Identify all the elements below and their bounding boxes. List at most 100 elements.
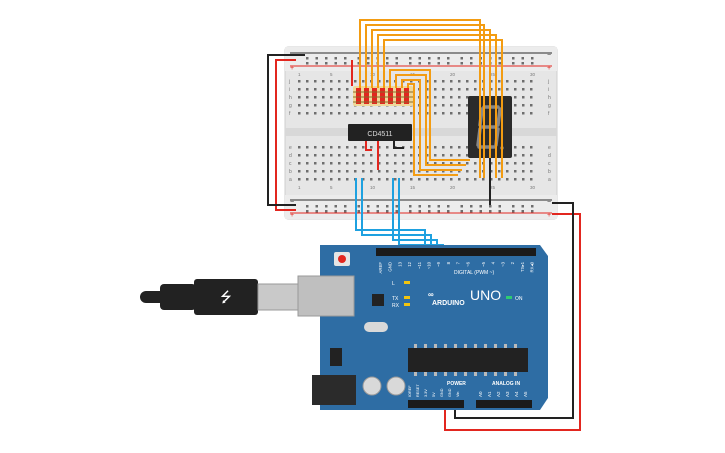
breadboard-hole[interactable] bbox=[490, 178, 493, 181]
breadboard-hole[interactable] bbox=[466, 170, 469, 173]
rail-hole[interactable] bbox=[498, 205, 502, 208]
breadboard-hole[interactable] bbox=[314, 96, 317, 99]
breadboard-hole[interactable] bbox=[330, 170, 333, 173]
breadboard-hole[interactable] bbox=[306, 88, 309, 91]
breadboard-hole[interactable] bbox=[338, 112, 341, 115]
rail-hole[interactable] bbox=[498, 57, 502, 60]
rail-hole[interactable] bbox=[498, 210, 502, 213]
breadboard-hole[interactable] bbox=[442, 88, 445, 91]
breadboard-hole[interactable] bbox=[466, 178, 469, 181]
breadboard-hole[interactable] bbox=[298, 154, 301, 157]
breadboard-hole[interactable] bbox=[378, 170, 381, 173]
rail-hole[interactable] bbox=[447, 57, 450, 60]
rail-hole[interactable] bbox=[418, 205, 422, 208]
breadboard-hole[interactable] bbox=[410, 146, 413, 149]
rail-hole[interactable] bbox=[498, 62, 502, 65]
breadboard-hole[interactable] bbox=[442, 112, 445, 115]
breadboard-hole[interactable] bbox=[330, 104, 333, 107]
breadboard-hole[interactable] bbox=[394, 178, 397, 181]
breadboard-hole[interactable] bbox=[346, 112, 349, 115]
breadboard-hole[interactable] bbox=[346, 170, 349, 173]
breadboard-hole[interactable] bbox=[426, 104, 429, 107]
rail-hole[interactable] bbox=[409, 210, 412, 213]
rail-hole[interactable] bbox=[409, 62, 412, 65]
breadboard-hole[interactable] bbox=[362, 80, 365, 83]
breadboard-hole[interactable] bbox=[450, 146, 453, 149]
breadboard-hole[interactable] bbox=[458, 88, 461, 91]
breadboard-hole[interactable] bbox=[426, 154, 429, 157]
breadboard-hole[interactable] bbox=[466, 162, 469, 165]
breadboard-hole[interactable] bbox=[474, 88, 477, 91]
breadboard-hole[interactable] bbox=[370, 112, 373, 115]
breadboard-hole[interactable] bbox=[466, 154, 469, 157]
breadboard-hole[interactable] bbox=[498, 88, 501, 91]
rail-hole[interactable] bbox=[306, 62, 309, 65]
breadboard-hole[interactable] bbox=[426, 80, 429, 83]
breadboard-hole[interactable] bbox=[402, 80, 405, 83]
breadboard-hole[interactable] bbox=[378, 178, 381, 181]
breadboard-hole[interactable] bbox=[322, 146, 325, 149]
breadboard-hole[interactable] bbox=[330, 162, 333, 165]
breadboard-hole[interactable] bbox=[434, 170, 437, 173]
breadboard-hole[interactable] bbox=[522, 96, 525, 99]
breadboard-hole[interactable] bbox=[474, 162, 477, 165]
rail-hole[interactable] bbox=[470, 210, 473, 213]
rail-hole[interactable] bbox=[479, 210, 483, 213]
breadboard-hole[interactable] bbox=[410, 178, 413, 181]
rail-hole[interactable] bbox=[531, 210, 534, 213]
rail-hole[interactable] bbox=[409, 205, 412, 208]
breadboard-hole[interactable] bbox=[298, 80, 301, 83]
breadboard-hole[interactable] bbox=[506, 162, 509, 165]
breadboard-hole[interactable] bbox=[346, 80, 349, 83]
breadboard-hole[interactable] bbox=[506, 88, 509, 91]
breadboard-hole[interactable] bbox=[362, 162, 365, 165]
rail-hole[interactable] bbox=[489, 205, 492, 208]
breadboard-hole[interactable] bbox=[522, 162, 525, 165]
rail-hole[interactable] bbox=[367, 57, 370, 60]
breadboard-hole[interactable] bbox=[314, 88, 317, 91]
breadboard-hole[interactable] bbox=[402, 162, 405, 165]
breadboard-hole[interactable] bbox=[402, 112, 405, 115]
breadboard-hole[interactable] bbox=[482, 178, 485, 181]
breadboard-hole[interactable] bbox=[522, 178, 525, 181]
breadboard-hole[interactable] bbox=[530, 104, 533, 107]
ic-chip[interactable]: CD4511 bbox=[348, 124, 412, 141]
breadboard-hole[interactable] bbox=[490, 162, 493, 165]
breadboard-hole[interactable] bbox=[530, 154, 533, 157]
breadboard-hole[interactable] bbox=[434, 112, 437, 115]
breadboard-hole[interactable] bbox=[338, 96, 341, 99]
rail-hole[interactable] bbox=[512, 57, 515, 60]
rail-hole[interactable] bbox=[479, 205, 483, 208]
rail-hole[interactable] bbox=[325, 205, 328, 208]
rail-hole[interactable] bbox=[306, 57, 309, 60]
breadboard-hole[interactable] bbox=[346, 104, 349, 107]
rail-hole[interactable] bbox=[306, 205, 309, 208]
breadboard-hole[interactable] bbox=[442, 162, 445, 165]
power-header-strip[interactable] bbox=[408, 400, 464, 408]
breadboard-hole[interactable] bbox=[354, 112, 357, 115]
rail-hole[interactable] bbox=[428, 205, 431, 208]
breadboard-hole[interactable] bbox=[298, 146, 301, 149]
breadboard-hole[interactable] bbox=[434, 96, 437, 99]
rail-hole[interactable] bbox=[376, 210, 380, 213]
breadboard-hole[interactable] bbox=[322, 112, 325, 115]
breadboard-hole[interactable] bbox=[322, 162, 325, 165]
breadboard-hole[interactable] bbox=[530, 112, 533, 115]
breadboard-hole[interactable] bbox=[450, 170, 453, 173]
breadboard-hole[interactable] bbox=[338, 80, 341, 83]
rail-hole[interactable] bbox=[334, 57, 338, 60]
breadboard-hole[interactable] bbox=[410, 154, 413, 157]
breadboard-hole[interactable] bbox=[514, 88, 517, 91]
breadboard-hole[interactable] bbox=[346, 96, 349, 99]
breadboard-hole[interactable] bbox=[322, 154, 325, 157]
breadboard-hole[interactable] bbox=[474, 170, 477, 173]
breadboard-hole[interactable] bbox=[330, 154, 333, 157]
rail-hole[interactable] bbox=[357, 57, 361, 60]
rail-hole[interactable] bbox=[395, 210, 399, 213]
breadboard-hole[interactable] bbox=[530, 170, 533, 173]
breadboard-hole[interactable] bbox=[530, 146, 533, 149]
breadboard-hole[interactable] bbox=[458, 162, 461, 165]
breadboard-hole[interactable] bbox=[434, 146, 437, 149]
breadboard-hole[interactable] bbox=[322, 104, 325, 107]
rail-hole[interactable] bbox=[418, 62, 422, 65]
